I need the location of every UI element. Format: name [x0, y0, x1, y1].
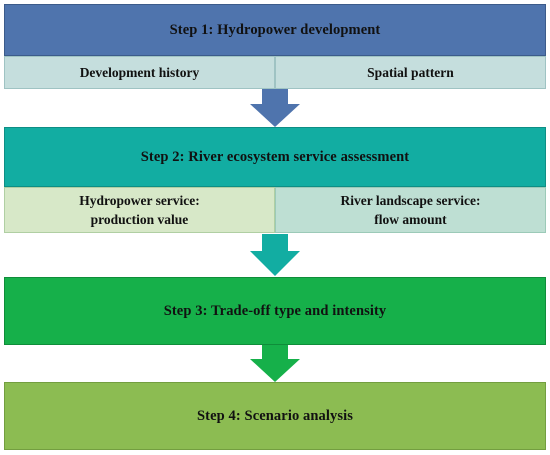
step2-river-landscape-service: River landscape service: flow amount: [275, 187, 546, 233]
arrow-1-shape: [250, 89, 300, 127]
step2-left-line2: production value: [90, 212, 189, 227]
step1-left-label: Development history: [79, 65, 200, 80]
arrow-3-shape: [250, 345, 300, 382]
step2-box: Step 2: River ecosystem service assessme…: [4, 127, 546, 187]
step3-box: Step 3: Trade-off type and intensity: [4, 277, 546, 345]
step2-right-line1: River landscape service:: [340, 193, 481, 208]
step2-right-text: River landscape service: flow amount: [341, 191, 481, 229]
step1-development-history: Development history: [4, 56, 275, 89]
step2-title: Step 2: River ecosystem service assessme…: [140, 148, 410, 165]
step1-title: Step 1: Hydropower development: [169, 21, 381, 38]
down-arrow-3: [250, 345, 300, 382]
step1-box: Step 1: Hydropower development: [4, 4, 546, 56]
step2-hydropower-service: Hydropower service: production value: [4, 187, 275, 233]
down-arrow-1: [250, 89, 300, 127]
step3-title: Step 3: Trade-off type and intensity: [163, 302, 387, 319]
step2-right-line2: flow amount: [374, 212, 447, 227]
step1-right-label: Spatial pattern: [367, 65, 454, 80]
step4-title: Step 4: Scenario analysis: [197, 407, 353, 424]
down-arrow-2: [250, 234, 300, 276]
step2-left-text: Hydropower service: production value: [79, 191, 200, 229]
step1-spatial-pattern: Spatial pattern: [275, 56, 546, 89]
step2-left-line1: Hydropower service:: [79, 193, 200, 208]
step4-box: Step 4: Scenario analysis: [4, 382, 546, 450]
arrow-2-shape: [250, 234, 300, 276]
